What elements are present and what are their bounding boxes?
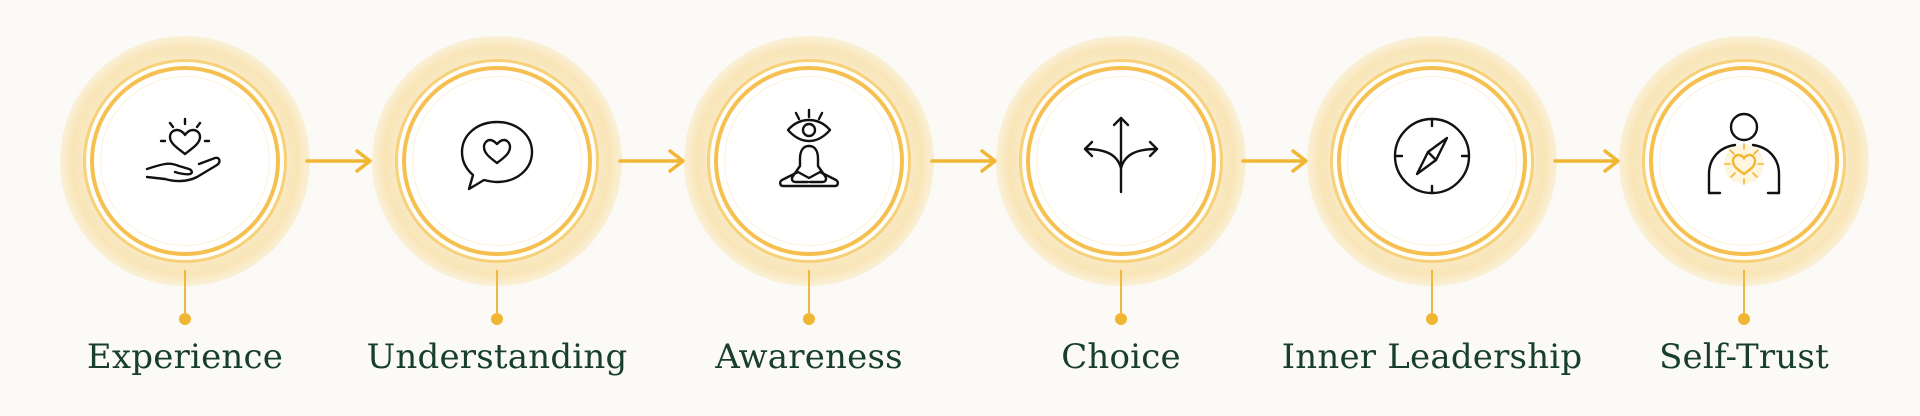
step-circle [996,36,1246,286]
step-circle [1307,36,1557,286]
connector-line [496,270,498,314]
arrow-right-icon [617,145,689,177]
circle-inner-ring [1347,76,1517,246]
connector-line [808,270,810,314]
step-label: Inner Leadership [1281,337,1583,377]
connector-dot [1738,313,1750,325]
step-circle [60,36,310,286]
step-label: Understanding [366,337,628,377]
step-inner-leadership: Inner Leadership [1252,0,1612,416]
step-label: Awareness [715,337,903,377]
connector-dot [491,313,503,325]
step-label: Self-Trust [1659,337,1829,377]
circle-inner-ring [1659,76,1829,246]
arrow-right-icon [929,145,1001,177]
step-circle [372,36,622,286]
connector-line [184,270,186,314]
circle-inner-ring [412,76,582,246]
circle-inner-ring [100,76,270,246]
step-self-trust: Self-Trust [1564,0,1920,416]
connector-dot [1426,313,1438,325]
compass-icon [1392,116,1472,196]
step-circle [1619,36,1869,286]
circle-inner-ring [1036,76,1206,246]
connector-dot [179,313,191,325]
step-label: Choice [1061,337,1181,377]
step-experience: Experience [5,0,365,416]
speech-heart-icon [457,116,537,196]
arrow-right-icon [304,145,376,177]
circle-inner-ring [724,76,894,246]
arrow-right-icon [1240,145,1312,177]
connector-line [1431,270,1433,314]
connector-dot [1115,313,1127,325]
person-heart-icon [1704,112,1784,196]
connector-line [1743,270,1745,314]
connector-dot [803,313,815,325]
meditation-eye-icon [769,108,849,196]
step-label: Experience [86,337,284,377]
branching-arrows-icon [1081,116,1161,196]
step-circle [684,36,934,286]
heart-in-hand-icon [145,116,225,196]
step-choice: Choice [941,0,1301,416]
step-awareness: Awareness [629,0,989,416]
step-understanding: Understanding [317,0,677,416]
arrow-right-icon [1552,145,1624,177]
connector-line [1120,270,1122,314]
